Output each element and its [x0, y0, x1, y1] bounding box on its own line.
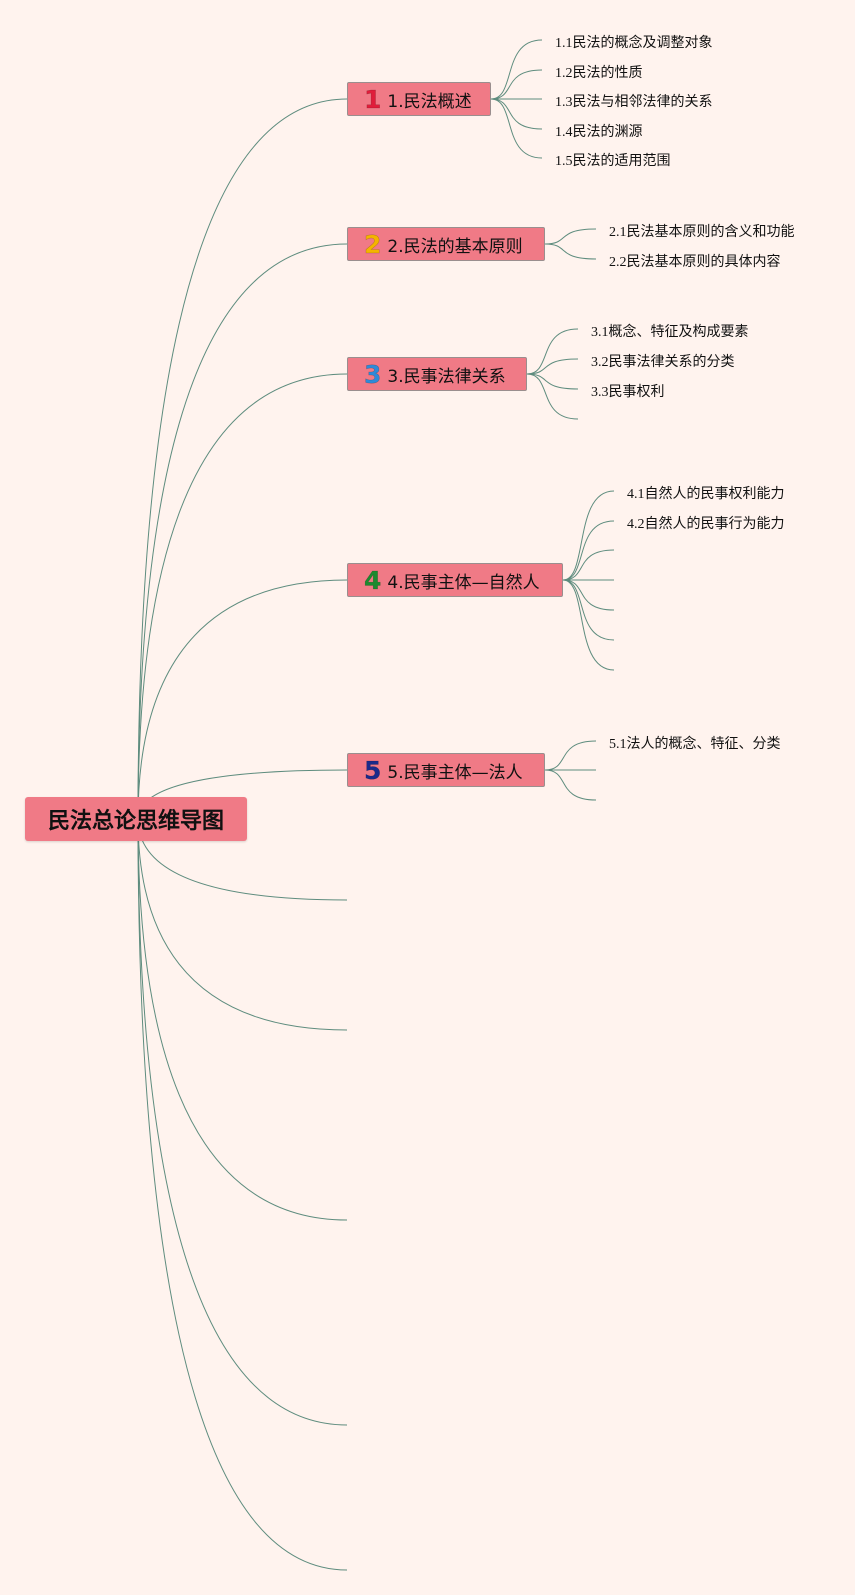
topic-label: 3.民事法律关系 [387, 366, 506, 387]
subtopic-3-2[interactable]: 3.2民事法律关系的分类 [591, 355, 735, 370]
number-4-icon: 4 [364, 565, 382, 595]
subtopic-1-5[interactable]: 1.5民法的适用范围 [555, 154, 671, 169]
subtopic-3-3[interactable]: 3.3民事权利 [591, 385, 665, 400]
topic-2-branch-2 [544, 243, 597, 260]
topic-node-3[interactable]: 3 3.民事法律关系 [347, 357, 527, 391]
topic-label: 1.民法概述 [387, 91, 472, 112]
topic-1-branch-2 [490, 69, 543, 100]
root-branch-9 [137, 818, 348, 1426]
topic-4-branch-6 [562, 579, 615, 641]
topic-node-4[interactable]: 4 4.民事主体—自然人 [347, 563, 563, 597]
topic-3-branch-3 [526, 373, 579, 390]
topic-node-5[interactable]: 5 5.民事主体—法人 [347, 753, 545, 787]
topic-1-branch-4 [490, 98, 543, 130]
subtopic-5-1[interactable]: 5.1法人的概念、特征、分类 [609, 737, 781, 752]
root-branch-3 [137, 373, 348, 820]
root-branch-8 [137, 818, 348, 1221]
topic-1-branch-5 [490, 98, 543, 159]
root-branch-1 [137, 98, 348, 820]
root-title: 民法总论思维导图 [47, 809, 224, 834]
subtopic-4-1[interactable]: 4.1自然人的民事权利能力 [627, 487, 785, 502]
subtopic-1-1[interactable]: 1.1民法的概念及调整对象 [555, 36, 713, 51]
topic-3-branch-2 [526, 358, 579, 375]
root-branch-2 [137, 243, 348, 820]
topic-label: 2.民法的基本原则 [387, 236, 523, 257]
subtopic-1-3[interactable]: 1.3民法与相邻法律的关系 [555, 95, 713, 110]
root-branch-10 [137, 818, 348, 1571]
number-3-icon: 3 [364, 359, 382, 389]
topic-5-branch-3 [544, 769, 597, 801]
topic-4-branch-2 [562, 520, 615, 581]
topic-4-branch-5 [562, 579, 615, 611]
topic-1-branch-1 [490, 39, 543, 100]
number-1-icon: 1 [364, 84, 382, 114]
subtopic-4-2[interactable]: 4.2自然人的民事行为能力 [627, 517, 785, 532]
topic-label: 5.民事主体—法人 [387, 762, 523, 783]
subtopic-2-2[interactable]: 2.2民法基本原则的具体内容 [609, 255, 781, 270]
topic-4-branch-7 [562, 579, 615, 671]
subtopic-2-1[interactable]: 2.1民法基本原则的含义和功能 [609, 225, 795, 240]
subtopic-1-4[interactable]: 1.4民法的渊源 [555, 125, 643, 140]
number-5-icon: 5 [364, 755, 382, 785]
subtopic-3-1[interactable]: 3.1概念、特征及构成要素 [591, 325, 749, 340]
topic-2-branch-1 [544, 228, 597, 245]
topic-label: 4.民事主体—自然人 [387, 572, 540, 593]
topic-4-branch-3 [562, 549, 615, 581]
root-node[interactable]: 民法总论思维导图 [25, 797, 247, 841]
subtopic-1-2[interactable]: 1.2民法的性质 [555, 66, 643, 81]
topic-4-branch-1 [562, 490, 615, 581]
topic-node-2[interactable]: 2 2.民法的基本原则 [347, 227, 545, 261]
root-branch-7 [137, 818, 348, 1031]
topic-3-branch-1 [526, 328, 579, 375]
number-2-icon: 2 [364, 229, 382, 259]
topic-3-branch-4 [526, 373, 579, 420]
topic-5-branch-1 [544, 740, 597, 771]
topic-node-1[interactable]: 1 1.民法概述 [347, 82, 491, 116]
root-branch-4 [137, 579, 348, 820]
